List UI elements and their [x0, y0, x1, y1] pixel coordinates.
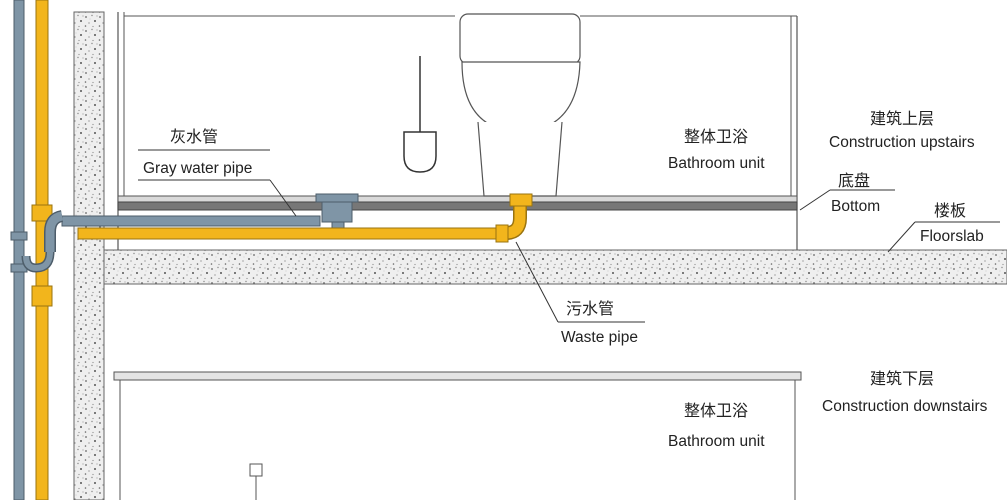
- bathroom-lower-label-cn: 整体卫浴: [684, 401, 748, 420]
- toilet: [459, 13, 581, 197]
- bathroom-upper-label-en: Bathroom unit: [668, 155, 765, 172]
- gray-water-label-en: Gray water pipe: [143, 160, 252, 177]
- bottom-label-en: Bottom: [831, 198, 880, 215]
- floorslab-label-en: Floorslab: [920, 228, 984, 245]
- downstairs-label-cn: 建筑下层: [870, 369, 934, 388]
- bathroom-upper-label-cn: 整体卫浴: [684, 127, 748, 146]
- downstairs-label-en: Construction downstairs: [822, 398, 988, 415]
- waste-pipe: [77, 193, 533, 243]
- upstairs-label-cn: 建筑上层: [870, 109, 934, 128]
- concrete-wall: [73, 11, 105, 500]
- gray-water-label-cn: 灰水管: [170, 127, 218, 146]
- bottom-label-cn: 底盘: [838, 171, 870, 190]
- floorslab-label-cn: 楼板: [934, 201, 966, 220]
- gray-water-pipe: [21, 193, 359, 273]
- bottom-tray: [117, 195, 798, 211]
- bathroom-lower-label-en: Bathroom unit: [668, 433, 765, 450]
- waste-pipe-label-cn: 污水管: [566, 299, 614, 318]
- waste-pipe-label-en: Waste pipe: [561, 329, 638, 346]
- upstairs-label-en: Construction upstairs: [829, 134, 975, 151]
- vertical-risers: [10, 0, 53, 500]
- floor-slab: [103, 249, 1007, 285]
- leader-lines: [138, 149, 1000, 323]
- toilet-brush: [403, 56, 437, 173]
- lower-bathroom-unit: [113, 371, 802, 500]
